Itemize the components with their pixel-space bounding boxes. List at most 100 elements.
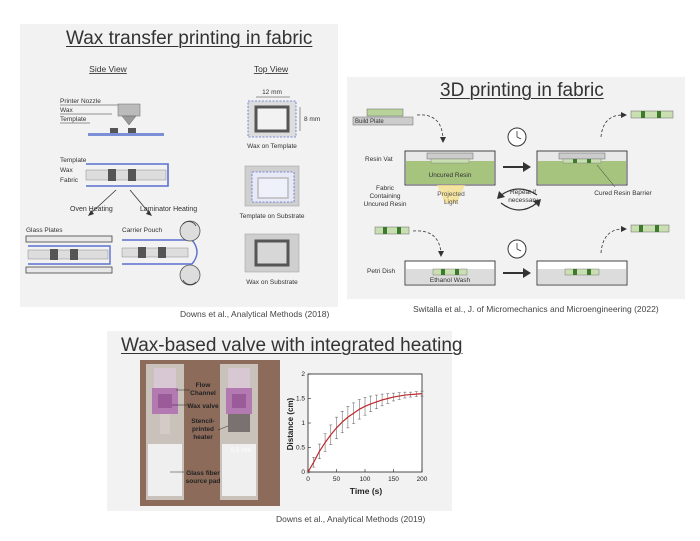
wash-fabric-left: [432, 268, 468, 276]
repeat-arrowhead-bottom: [533, 199, 541, 207]
y-tick-label: 2: [301, 371, 305, 378]
fabric-label: Fabric: [60, 177, 79, 184]
input-mark-2b: [397, 227, 401, 234]
channel-right-top: [228, 368, 250, 390]
printer-nozzle-label: Printer Nozzle: [60, 98, 101, 105]
dash-arrowhead-4: [621, 226, 627, 232]
output-mark-1a: [641, 111, 645, 118]
3d-printing-title: 3D printing in fabric: [440, 80, 604, 101]
x-tick-label: 50: [333, 476, 341, 483]
stack-wax-1: [108, 169, 116, 181]
petri-dish-label: Petri Dish: [367, 268, 396, 275]
output-mark-2a: [639, 225, 643, 232]
3d-printing-diagram: Build Plate Resin Vat Uncured Resin Proj…: [352, 108, 674, 286]
valve-citation: Downs et al., Analytical Methods (2019): [276, 514, 426, 524]
pouch-wax-1: [138, 247, 146, 258]
projected-light: [437, 185, 465, 203]
resin-fill-left: [406, 161, 494, 184]
ethanol-wash-label: Ethanol Wash: [430, 277, 471, 284]
wax-valve-left: [158, 394, 172, 408]
y-axis-label: Distance (cm): [286, 397, 295, 450]
stencil-label-2: printed: [192, 426, 214, 433]
carrier-pouch-label: Carrier Pouch: [122, 227, 162, 234]
wax-on-template-caption: Wax on Template: [247, 143, 297, 150]
roller-bottom: [179, 264, 201, 286]
wash-mark-left-b: [455, 269, 459, 275]
cured-mark-2: [587, 159, 591, 163]
pouch-fabric: [121, 247, 189, 258]
resin-vat-label: Resin Vat: [365, 156, 393, 163]
laminator-arrowhead: [146, 210, 152, 216]
glass-fabric: [27, 249, 109, 260]
template-bar: [88, 133, 164, 136]
glass-outline: [28, 245, 111, 265]
stack-outline: [86, 163, 169, 187]
valve-title: Wax-based valve with integrated heating: [121, 335, 463, 356]
wax-valve-label: Wax valve: [187, 403, 219, 410]
pouch-wax-2: [158, 247, 166, 258]
3d-printing-panel: [347, 77, 685, 299]
build-plate-base: [352, 116, 414, 126]
glass-plates-label: Glass Plates: [26, 227, 63, 234]
fabric-containing-label: Fabric: [376, 185, 395, 192]
repeat-arrowhead-top: [497, 191, 505, 199]
resin-fill-right: [538, 161, 626, 184]
wax-label-2: Wax: [60, 167, 74, 174]
wax-transfer-diagram: Side View Top View Printer Nozzle Wax Te…: [25, 64, 320, 286]
cured-resin-barrier-label: Cured Resin Barrier: [594, 190, 652, 197]
side-view-label: Side View: [89, 64, 128, 74]
template-on-substrate-ring: [257, 177, 289, 199]
top-view-label: Top View: [254, 64, 289, 74]
wash-fabric-right: [564, 268, 600, 276]
wax-on-template-ring: [254, 105, 290, 133]
glass-fiber-label-2: source pad: [186, 478, 221, 485]
dim-label: 0.5 mm: [231, 448, 251, 454]
output-fabric-1: [630, 110, 674, 119]
wax-transfer-citation: Downs et al., Analytical Methods (2018): [180, 309, 330, 319]
repeat-arrow-top: [500, 188, 538, 196]
roller-top-arrow: [182, 221, 197, 227]
wash-mark-right-a: [573, 269, 577, 275]
valve-photo: Flow Channel Wax valve Stencil- printed …: [140, 360, 280, 506]
dash-arrowhead-1: [440, 137, 446, 143]
input-mark-2a: [383, 227, 387, 234]
wash-mark-right-b: [587, 269, 591, 275]
template-label: Template: [60, 116, 87, 123]
x-tick-label: 200: [417, 476, 428, 483]
stack-wax-2: [128, 169, 136, 181]
roller-top: [179, 220, 201, 242]
wash-mark-left-a: [441, 269, 445, 275]
dash-arrowhead-3: [438, 251, 444, 257]
plot-frame: [307, 373, 423, 473]
dash-arrow-2: [600, 114, 624, 138]
dash-arrow-1: [416, 114, 444, 140]
heater-right: [228, 414, 250, 432]
nozzle-body: [117, 103, 141, 117]
nozzle-tip: [121, 115, 137, 126]
clock-hand-2b: [516, 248, 522, 252]
laminator-arrow: [129, 189, 151, 215]
wax-on-substrate-caption: Wax on Substrate: [246, 279, 298, 286]
projected-light-label-2: Light: [444, 199, 458, 206]
y-tick-label: 1: [301, 420, 305, 427]
wax-dot-2: [128, 128, 136, 133]
cured-mark-1: [573, 159, 577, 163]
template-on-substrate-caption: Template on Substrate: [239, 213, 304, 220]
x-tick-label: 0: [306, 476, 310, 483]
glass-fiber-label: Glass fiber: [186, 470, 220, 477]
ethanol-left: [406, 269, 494, 284]
glass-plate-top: [25, 235, 113, 243]
fabric-containing-label-3: Uncured Resin: [364, 201, 407, 208]
channel-left-top: [154, 368, 176, 390]
dim-width-label: 12 mm: [262, 89, 282, 96]
x-tick-label: 100: [360, 476, 371, 483]
wax-label: Wax: [60, 107, 74, 114]
glass-plate-bottom: [25, 266, 113, 274]
build-plate-icon: [366, 108, 404, 117]
uncured-resin-label: Uncured Resin: [429, 172, 472, 179]
y-tick-label: 0.5: [296, 445, 305, 452]
wash-arrowhead: [523, 268, 531, 278]
wax-valve-right: [232, 394, 246, 408]
stencil-label-3: heater: [193, 434, 213, 441]
stencil-leader: [217, 425, 229, 431]
